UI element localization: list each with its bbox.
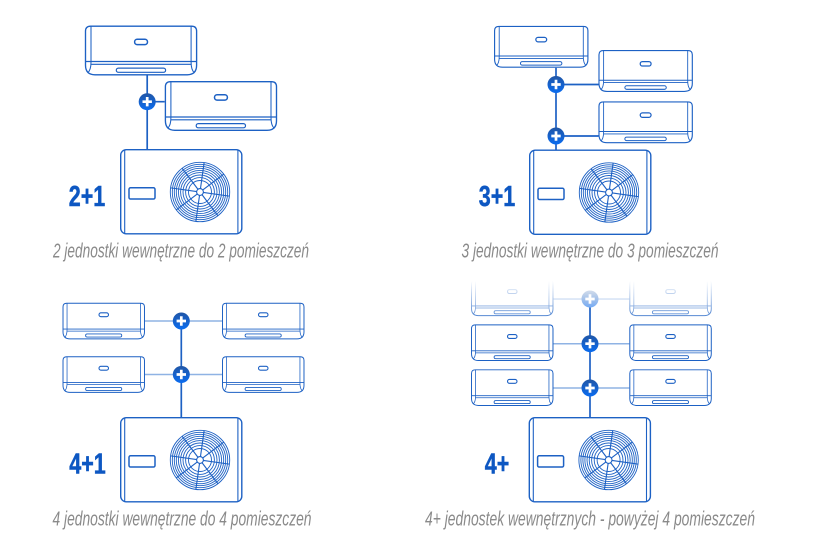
svg-text:2 jednostki wewnętrzne do 2 po: 2 jednostki wewnętrzne do 2 pomieszczeń [52,241,309,263]
svg-text:4 jednostki wewnętrzne do 4 po: 4 jednostki wewnętrzne do 4 pomieszczeń [53,509,312,531]
svg-text:4+: 4+ [485,449,510,481]
svg-text:2+1: 2+1 [69,181,106,213]
svg-text:3 jednostki wewnętrzne do 3 po: 3 jednostki wewnętrzne do 3 pomieszczeń [462,241,719,263]
svg-text:4+1: 4+1 [69,449,106,481]
svg-text:3+1: 3+1 [479,181,516,213]
svg-text:4+ jednostek wewnętrznych - po: 4+ jednostek wewnętrznych - powyżej 4 po… [425,509,755,531]
